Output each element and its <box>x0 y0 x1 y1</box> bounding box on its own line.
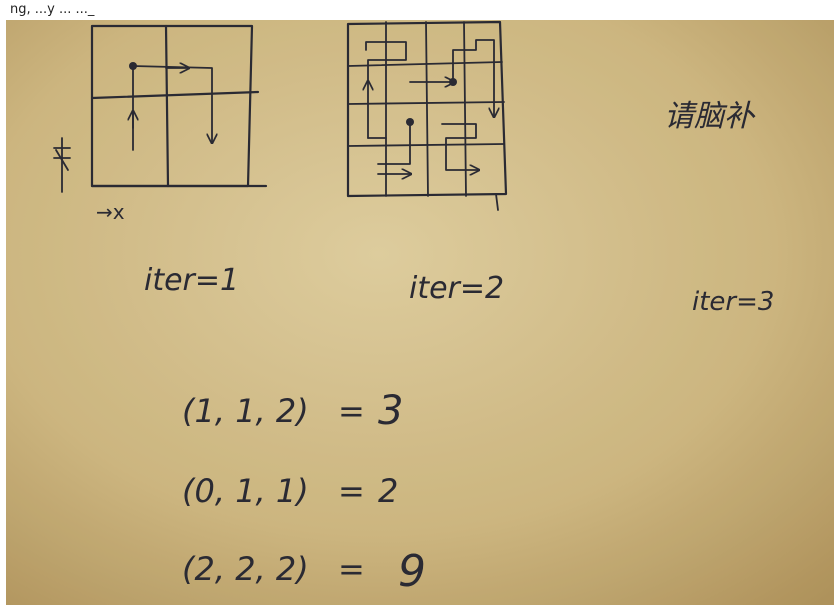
iter-1-label: iter=1 <box>144 263 239 298</box>
grid-iter-1 <box>90 24 268 188</box>
equation-1-equals: = <box>338 392 365 430</box>
equation-1-lhs: (1, 1, 2) <box>182 392 309 430</box>
axis-markings: →x <box>53 137 125 224</box>
chinese-note: 请脑补 <box>664 99 756 134</box>
handwritten-photo: →x 请脑补 iter=1 iter=2 iter=3 (1, 1, 2) = … <box>6 20 834 605</box>
iter-2-label: iter=2 <box>409 271 504 306</box>
equation-3-rhs: 9 <box>398 546 426 597</box>
paper-background <box>6 20 834 605</box>
equation-1: (1, 1, 2) = 3 <box>182 388 403 434</box>
equation-2: (0, 1, 1) = 2 <box>182 472 398 510</box>
paper-canvas: →x 请脑补 iter=1 iter=2 iter=3 (1, 1, 2) = … <box>6 20 834 605</box>
equation-2-rhs: 2 <box>378 472 398 510</box>
x-axis-label: →x <box>96 200 125 224</box>
equation-2-equals: = <box>338 472 365 510</box>
equation-3-equals: = <box>338 550 365 588</box>
equation-3: (2, 2, 2) = 9 <box>182 546 426 597</box>
grid-iter-2 <box>346 20 508 211</box>
equation-1-rhs: 3 <box>378 388 403 434</box>
caption-fragment: ng, ...y ... ..._ <box>0 0 836 20</box>
equation-3-lhs: (2, 2, 2) <box>182 550 309 588</box>
equation-2-lhs: (0, 1, 1) <box>182 472 309 510</box>
iter-3-label: iter=3 <box>692 287 774 317</box>
